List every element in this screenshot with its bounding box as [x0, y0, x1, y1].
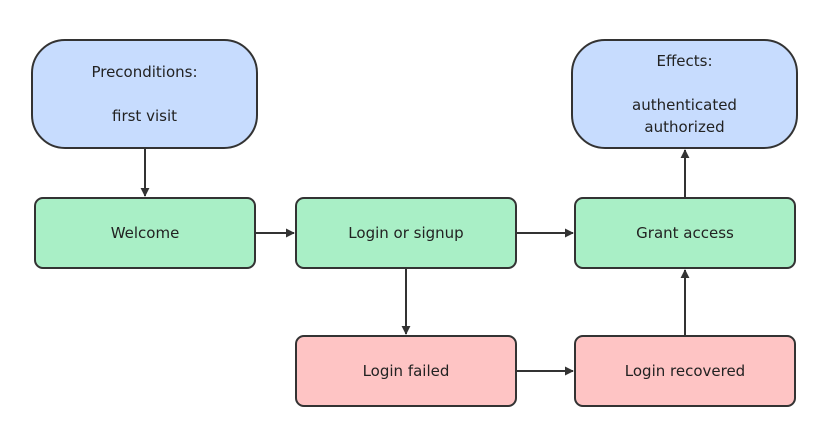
preconditions-heading: Preconditions: — [91, 63, 198, 81]
login-recovered-label: Login recovered — [624, 362, 746, 380]
effects-node: Effects: authenticated authorized — [571, 39, 798, 149]
login-failed-label: Login failed — [362, 362, 450, 380]
grant-access-label: Grant access — [636, 224, 734, 242]
login-or-signup-label: Login or signup — [348, 224, 464, 242]
precondition-item: first visit — [112, 107, 177, 125]
effect-item: authorized — [644, 118, 725, 136]
login-or-signup-node: Login or signup — [295, 197, 517, 269]
login-recovered-node: Login recovered — [574, 335, 796, 407]
login-failed-node: Login failed — [295, 335, 517, 407]
welcome-node: Welcome — [34, 197, 256, 269]
preconditions-node: Preconditions: first visit — [31, 39, 258, 149]
effects-heading: Effects: — [656, 52, 713, 70]
welcome-label: Welcome — [110, 224, 180, 242]
grant-access-node: Grant access — [574, 197, 796, 269]
effect-item: authenticated — [632, 96, 737, 114]
